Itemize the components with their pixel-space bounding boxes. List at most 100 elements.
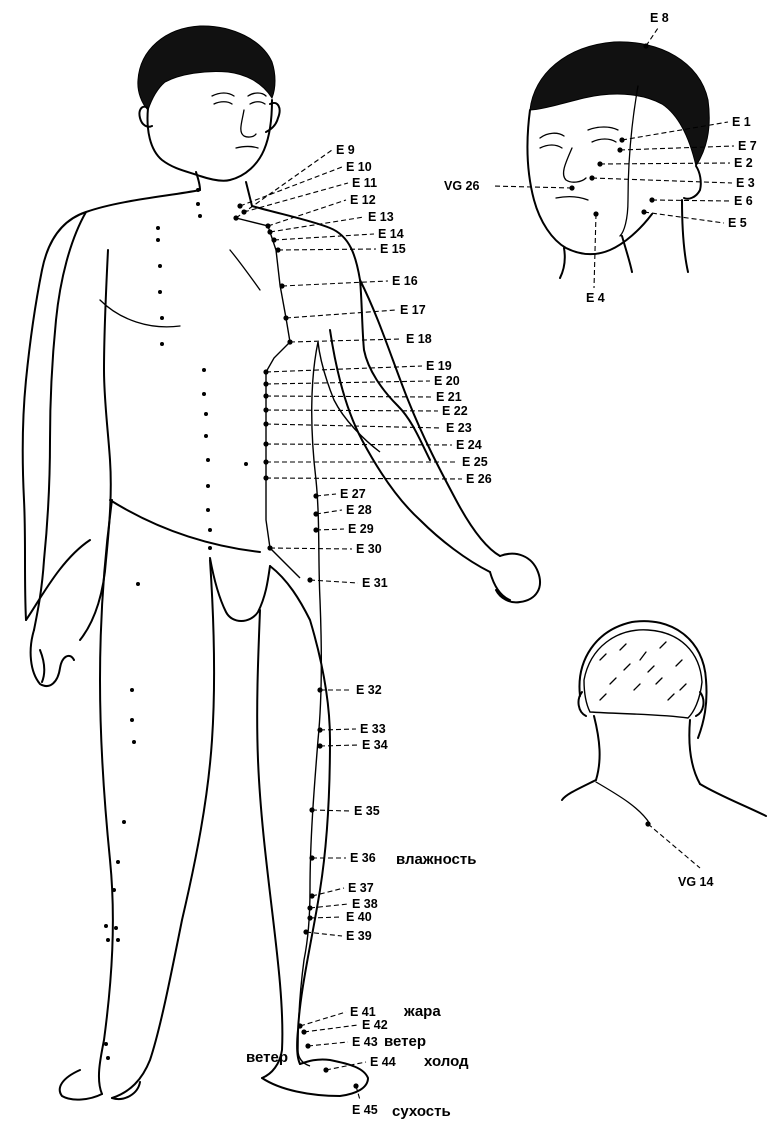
point-vg14-label: VG 14 — [678, 875, 713, 889]
point-e45-label: E 45 — [352, 1103, 378, 1117]
stomach-point-labels: E 9 E 10 E 11 E 12 E 13 E 14E 15 E 16 E 17 E 18 E… — [233, 143, 491, 1117]
point-e37-label: E 37 — [348, 881, 374, 895]
point-e24-leader — [266, 444, 452, 445]
point-e16-leader — [282, 281, 388, 286]
point-e36-label: E 36 — [350, 851, 376, 865]
groin — [210, 558, 270, 621]
point-e41-leader — [300, 1012, 346, 1026]
point-vg14-leader — [648, 824, 700, 868]
point-vg26-label: VG 26 — [444, 179, 479, 193]
left-leg — [99, 500, 214, 1098]
point-e28-label: E 28 — [346, 503, 372, 517]
point-e20-label: E 20 — [434, 374, 460, 388]
point-e29-label: E 29 — [348, 522, 374, 536]
point-e6-leader — [652, 200, 730, 201]
label-sukhost: сухость — [392, 1103, 451, 1120]
point-e34-leader — [320, 745, 358, 746]
point-e35-leader — [312, 810, 350, 811]
point-e43-label: E 43 — [352, 1035, 378, 1049]
point-e5-leader — [644, 212, 724, 223]
point-e16-label: E 16 — [392, 274, 418, 288]
point-e45-leader — [356, 1086, 360, 1100]
point-e25-label: E 25 — [462, 455, 488, 469]
point-e26-label: E 26 — [466, 472, 492, 486]
label-zhara: жара — [403, 1003, 441, 1020]
point-e10-leader — [240, 167, 342, 206]
point-e26-leader — [266, 478, 462, 479]
point-e30-label: E 30 — [356, 542, 382, 556]
label-kholod: холод — [424, 1053, 469, 1070]
point-e17-label: E 17 — [400, 303, 426, 317]
head-hair — [138, 26, 275, 110]
label-veter-left: ветер — [246, 1049, 288, 1066]
label-vlazhnost: влажность — [396, 851, 476, 868]
point-e30-leader — [270, 548, 352, 549]
point-e40-label: E 40 — [346, 910, 372, 924]
point-e4-label: E 4 — [586, 291, 605, 305]
point-e7-label: E 7 — [738, 139, 757, 153]
point-e15-label: E 15 — [380, 242, 406, 256]
point-e5-label: E 5 — [728, 216, 747, 230]
point-e14-label: E 14 — [378, 227, 404, 241]
point-e27-label: E 27 — [340, 487, 366, 501]
point-e9-label: E 9 — [336, 143, 355, 157]
label-veter-right: ветер — [384, 1033, 426, 1050]
point-e2-leader — [600, 163, 730, 164]
point-e4-leader — [594, 214, 596, 288]
point-e42-label: E 42 — [362, 1018, 388, 1032]
point-e18-label: E 18 — [406, 332, 432, 346]
point-e23-label: E 23 — [446, 421, 472, 435]
point-e1-leader — [622, 122, 728, 140]
point-e38-label: E 38 — [352, 897, 378, 911]
point-e32-label: E 32 — [356, 683, 382, 697]
point-e33-leader — [320, 729, 356, 730]
point-e7-leader — [620, 146, 734, 150]
point-e15-leader — [278, 249, 376, 250]
point-e13-label: E 13 — [368, 210, 394, 224]
point-e33-label: E 33 — [360, 722, 386, 736]
point-e22-label: E 22 — [442, 404, 468, 418]
point-e44-label: E 44 — [370, 1055, 396, 1069]
point-e34-label: E 34 — [362, 738, 388, 752]
point-e11-leader — [244, 183, 348, 212]
point-e43-leader — [308, 1042, 348, 1046]
point-e10-label: E 10 — [346, 160, 372, 174]
point-e21-label: E 21 — [436, 390, 462, 404]
point-e38-leader — [310, 904, 348, 908]
head-outline — [139, 100, 272, 181]
point-e24-label: E 24 — [456, 438, 482, 452]
stomach-meridian — [236, 218, 321, 1066]
head-figure — [527, 42, 709, 278]
point-e31-leader — [310, 580, 358, 583]
point-e31-label: E 31 — [362, 576, 388, 590]
point-e3-leader — [592, 178, 732, 183]
point-e1-label: E 1 — [732, 115, 751, 129]
point-e6-label: E 6 — [734, 194, 753, 208]
right-leg — [257, 566, 330, 1078]
point-e28-leader — [316, 510, 342, 514]
point-e37-leader — [312, 888, 344, 896]
point-e35-label: E 35 — [354, 804, 380, 818]
point-e27-leader — [316, 494, 336, 496]
point-e2-label: E 2 — [734, 156, 753, 170]
point-e12-label: E 12 — [350, 193, 376, 207]
decorative-points — [104, 188, 248, 1060]
point-e17-leader — [286, 310, 396, 318]
point-e11-label: E 11 — [352, 176, 377, 190]
point-e9-leader — [236, 150, 332, 218]
point-e8-label: E 8 — [650, 11, 669, 25]
point-e19-label: E 19 — [426, 359, 452, 373]
point-e39-label: E 39 — [346, 929, 372, 943]
point-e19-leader — [266, 366, 422, 372]
back-point-labels: VG 14 — [645, 821, 713, 889]
point-e14-leader — [274, 234, 374, 240]
point-e42-leader — [304, 1025, 358, 1032]
point-e8-leader — [646, 28, 658, 46]
point-e20-leader — [266, 381, 430, 384]
point-e29-leader — [316, 529, 344, 530]
back-of-head-figure — [562, 621, 766, 824]
point-e3-label: E 3 — [736, 176, 755, 190]
point-e41-label: E 41 — [350, 1005, 376, 1019]
left-arm — [34, 212, 111, 640]
